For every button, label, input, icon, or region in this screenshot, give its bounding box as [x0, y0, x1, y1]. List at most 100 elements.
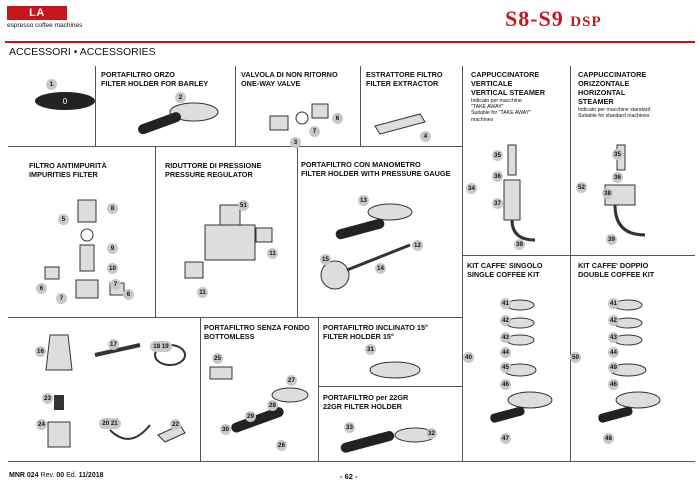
drawing-one-way-valve — [269, 103, 329, 131]
callout: 11 — [267, 248, 278, 259]
callout: 51 — [238, 200, 249, 211]
callout: 20 21 — [99, 418, 121, 429]
callout: 7 — [56, 293, 67, 304]
callout: 7 — [110, 279, 121, 290]
callout: 8 — [107, 203, 118, 214]
page-number: - 62 - — [340, 472, 358, 481]
callout: 49 — [608, 362, 619, 373]
drawing-filter-holder-barley — [138, 102, 219, 135]
drawing-filter-holder-gauge — [320, 203, 413, 290]
callout: 44 — [608, 347, 619, 358]
callout: 38 — [602, 188, 613, 199]
drawing-double-kit — [598, 299, 661, 423]
callout: 2 — [175, 92, 186, 103]
drawing-22gr — [340, 427, 436, 453]
callout: 11 — [197, 287, 208, 298]
vertical-steamer-note: Indicato per macchine"TAKE AWAY"Suitable… — [471, 98, 532, 123]
callout: 42 — [608, 315, 619, 326]
callout: 36 — [492, 171, 503, 182]
callout: 6 — [36, 283, 47, 294]
drawing-cap-1: 0 — [35, 92, 95, 110]
model-main: S8-S9 — [505, 6, 564, 31]
callout: 24 — [36, 419, 47, 430]
callout: 35 — [492, 150, 503, 161]
model-suffix: DSP — [570, 14, 602, 30]
callout: 45 — [500, 362, 511, 373]
callout: 26 — [276, 440, 287, 451]
callout: 48 — [603, 433, 614, 444]
callout: 28 — [267, 400, 278, 411]
callout: 46 — [608, 379, 619, 390]
callout: 41 — [608, 298, 619, 309]
callout: 3 — [290, 137, 301, 148]
drawing-misc-accessories — [45, 334, 186, 448]
callout: 23 — [42, 393, 53, 404]
callout: 39 — [514, 239, 525, 250]
drawing-filter-extractor — [374, 113, 426, 135]
callout: 42 — [500, 315, 511, 326]
drawing-vertical-steamer — [503, 144, 536, 242]
drawing-bottomless — [209, 366, 309, 433]
callout: 30 — [220, 424, 231, 435]
callout: 10 — [107, 263, 118, 274]
callout: 44 — [500, 347, 511, 358]
callout: 15 — [320, 254, 331, 265]
panel-title-inclined: PORTAFILTRO INCLINATO 15°FILTER HOLDER 1… — [323, 323, 428, 341]
callout: 1 — [46, 79, 57, 90]
callout: 14 — [375, 263, 386, 274]
callout: 7 — [309, 126, 320, 137]
callout: 31 — [365, 344, 376, 355]
callout: 4 — [420, 131, 431, 142]
callout: 12 — [412, 240, 423, 251]
drawing-inclined — [369, 361, 421, 379]
section-title: ACCESSORI • ACCESSORIES — [9, 46, 156, 58]
callout: 46 — [500, 379, 511, 390]
footer-code: MNR 024 Rev. 00 Ed. 11/2018 — [9, 472, 104, 479]
callout: 50 — [570, 352, 581, 363]
callout: 37 — [492, 198, 503, 209]
callout: 5 — [58, 214, 69, 225]
callout: 32 — [426, 428, 437, 439]
callout: 52 — [576, 182, 587, 193]
callout: 39 — [606, 234, 617, 245]
brand-logo: LA SPAZIALE — [7, 6, 67, 33]
callout: 43 — [500, 332, 511, 343]
callout: 6 — [123, 289, 134, 300]
callout: 13 — [358, 195, 369, 206]
callout: 47 — [500, 433, 511, 444]
callout: 41 — [500, 298, 511, 309]
callout: 43 — [608, 332, 619, 343]
callout: 27 — [286, 375, 297, 386]
callout: 16 — [35, 346, 46, 357]
header-rule — [5, 41, 695, 43]
callout: 36 — [612, 172, 623, 183]
callout: 35 — [612, 149, 623, 160]
callout: 25 — [212, 353, 223, 364]
callout: 18 19 — [150, 341, 172, 352]
callout: 17 — [108, 339, 119, 350]
callout: 33 — [344, 422, 355, 433]
drawing-single-kit — [490, 299, 553, 423]
callout: 6 — [332, 113, 343, 124]
brand-tagline: espresso coffee machines — [7, 22, 83, 29]
model-title: S8-S9 DSP — [505, 6, 602, 32]
callout: 22 — [170, 419, 181, 430]
callout: 29 — [245, 411, 256, 422]
drawing-impurities-filter — [44, 199, 125, 299]
callout: 34 — [466, 183, 477, 194]
svg-text:0: 0 — [63, 97, 68, 106]
callout: 40 — [463, 352, 474, 363]
